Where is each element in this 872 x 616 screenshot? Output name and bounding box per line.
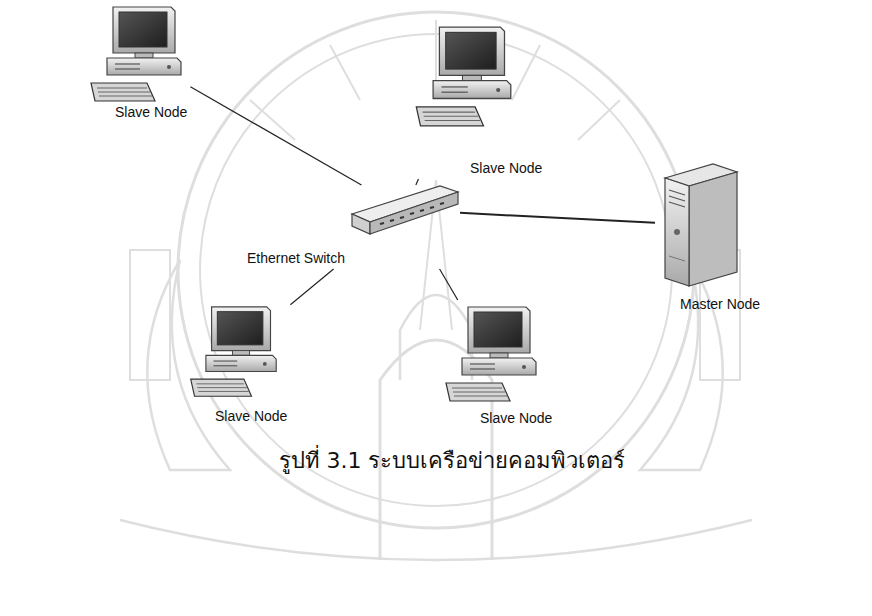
server-icon (665, 164, 737, 286)
node-label: Slave Node (215, 408, 287, 425)
slave-computer: Slave Node (440, 300, 555, 429)
node-label: Ethernet Switch (247, 250, 345, 267)
computer-icon (416, 27, 511, 126)
figure-caption: รูปที่ 3.1 ระบบเครือข่ายคอมพิวเตอร์ (279, 446, 626, 476)
slave-computer: Slave Node (85, 5, 190, 123)
network-cable (416, 179, 419, 185)
computer-icon (446, 307, 536, 401)
switch-icon (352, 186, 458, 234)
computer-icon (91, 7, 181, 101)
node-label: Slave Node (115, 104, 187, 121)
node-label: Slave Node (470, 160, 542, 177)
master-server: Master Node (655, 160, 763, 315)
watermark-seal (120, 12, 752, 560)
node-label: Slave Node (480, 410, 552, 427)
slave-computer: Slave Node (185, 295, 290, 427)
network-cable (460, 213, 655, 223)
computer-icon (191, 307, 277, 396)
ethernet-switch: Ethernet Switch (244, 185, 460, 269)
network-cable (290, 269, 333, 305)
slave-computer: Slave Node (410, 5, 545, 179)
network-cable (440, 269, 458, 300)
node-label: Master Node (680, 296, 760, 313)
network-cable (190, 87, 361, 185)
